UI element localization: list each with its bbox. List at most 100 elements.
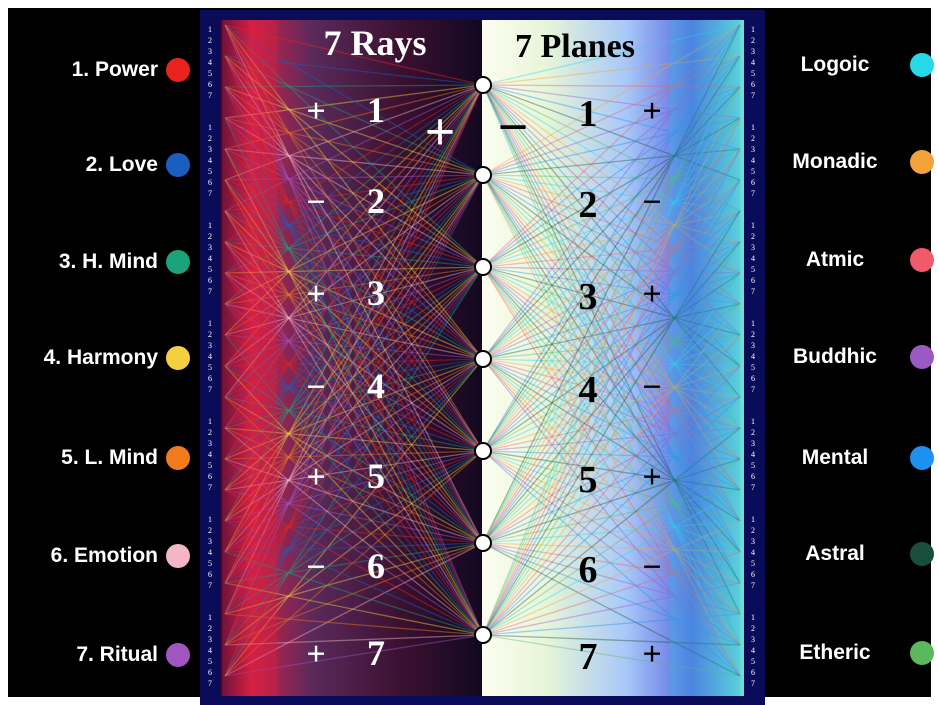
right-edge-ribbon <box>670 20 740 696</box>
plane-color-dot <box>910 542 934 566</box>
scale-digit: 6 <box>208 570 212 579</box>
rays-title: 7 Rays <box>323 23 426 63</box>
plane-item-etheric: Etheric <box>765 623 939 683</box>
scale-digit: 6 <box>751 668 755 677</box>
center-node <box>475 443 491 459</box>
scale-digit: 2 <box>208 134 212 143</box>
scale-digit: 6 <box>751 80 755 89</box>
plane-label: Monadic <box>765 150 905 174</box>
scale-digit: 1 <box>751 221 755 230</box>
scale-digit: 4 <box>208 548 212 557</box>
ray-label: 6. Emotion <box>51 544 158 568</box>
plane-label: Logoic <box>765 53 905 77</box>
scale-digit: 6 <box>751 178 755 187</box>
ray-color-dot <box>166 446 190 470</box>
ray-number: 5 <box>367 456 385 496</box>
scale-digit: 1 <box>751 515 755 524</box>
scale-digit: 7 <box>208 679 212 688</box>
plane-label: Etheric <box>765 641 905 665</box>
plane-color-dot <box>910 150 934 174</box>
scale-digit: 5 <box>751 363 755 372</box>
scale-digit: 2 <box>208 428 212 437</box>
plane-sign: + <box>642 459 661 496</box>
plane-item-astral: Astral <box>765 524 939 584</box>
scale-digit: 2 <box>751 36 755 45</box>
scale-digit: 5 <box>208 461 212 470</box>
left-scale: 1234567123456712345671234567123456712345… <box>208 25 212 688</box>
plane-sign: + <box>642 636 661 673</box>
scale-digit: 2 <box>751 330 755 339</box>
plane-item-mental: Mental <box>765 428 939 488</box>
center-minus-sign: − <box>498 97 529 157</box>
ray-number: 7 <box>367 633 385 673</box>
center-node <box>475 351 491 367</box>
ray-label: 3. H. Mind <box>59 250 158 274</box>
scale-digit: 5 <box>208 167 212 176</box>
center-node <box>475 627 491 643</box>
scale-digit: 3 <box>751 243 755 252</box>
scale-digit: 7 <box>208 91 212 100</box>
scale-digit: 4 <box>751 58 755 67</box>
ray-item-6: 6. Emotion <box>0 526 200 586</box>
scale-digit: 2 <box>208 526 212 535</box>
ray-color-dot <box>166 643 190 667</box>
scale-digit: 4 <box>751 254 755 263</box>
scale-digit: 1 <box>751 123 755 132</box>
ray-number: 3 <box>367 273 385 313</box>
scale-digit: 2 <box>751 134 755 143</box>
scale-digit: 7 <box>751 189 755 198</box>
ray-color-dot <box>166 346 190 370</box>
ray-sign: − <box>306 369 325 406</box>
scale-digit: 3 <box>751 47 755 56</box>
center-node <box>475 167 491 183</box>
scale-digit: 7 <box>751 91 755 100</box>
ray-number: 4 <box>367 366 385 406</box>
right-scale: 1234567123456712345671234567123456712345… <box>751 25 755 688</box>
ray-color-dot <box>166 250 190 274</box>
scale-digit: 1 <box>751 319 755 328</box>
rays-planes-diagram: 1 2 3 4 5 6 7 1 2 3 4 5 6 7 1 2 3 4 5 6 7 1 2 3 4 5 6 7 1 2 3 4 5 6 7 1 2 3 4 5… <box>200 10 765 705</box>
plane-label: Mental <box>765 446 905 470</box>
scale-digit: 6 <box>208 472 212 481</box>
scale-digit: 4 <box>208 58 212 67</box>
scale-digit: 1 <box>751 613 755 622</box>
scale-digit: 6 <box>751 374 755 383</box>
scale-digit: 7 <box>208 581 212 590</box>
plane-number: 7 <box>579 636 598 678</box>
plane-color-dot <box>910 248 934 272</box>
scale-digit: 1 <box>208 123 212 132</box>
scale-digit: 4 <box>208 450 212 459</box>
scale-digit: 3 <box>751 537 755 546</box>
ray-number: 1 <box>367 90 385 130</box>
scale-digit: 5 <box>208 559 212 568</box>
scale-digit: 6 <box>751 472 755 481</box>
center-node <box>475 535 491 551</box>
scale-digit: 3 <box>751 145 755 154</box>
ray-label: 5. L. Mind <box>61 446 158 470</box>
plane-number: 2 <box>579 184 598 226</box>
scale-digit: 2 <box>751 428 755 437</box>
plane-label: Atmic <box>765 248 905 272</box>
scale-digit: 5 <box>208 657 212 666</box>
scale-digit: 5 <box>751 461 755 470</box>
plane-color-dot <box>910 345 934 369</box>
scale-digit: 3 <box>208 243 212 252</box>
ray-color-dot <box>166 544 190 568</box>
plane-sign: + <box>642 93 661 130</box>
plane-sign: − <box>642 549 661 586</box>
ray-color-dot <box>166 153 190 177</box>
scale-digit: 5 <box>751 265 755 274</box>
scale-digit: 2 <box>208 624 212 633</box>
scale-digit: 6 <box>751 570 755 579</box>
scale-digit: 1 <box>208 515 212 524</box>
planes-title: 7 Planes <box>515 28 635 65</box>
left-edge-ribbon <box>222 20 277 696</box>
plane-item-atmic: Atmic <box>765 230 939 290</box>
ray-color-dot <box>166 58 190 82</box>
scale-digit: 5 <box>208 363 212 372</box>
scale-digit: 4 <box>751 352 755 361</box>
scale-digit: 6 <box>751 276 755 285</box>
plane-item-buddhic: Buddhic <box>765 327 939 387</box>
center-node <box>475 259 491 275</box>
plane-item-monadic: Monadic <box>765 132 939 192</box>
